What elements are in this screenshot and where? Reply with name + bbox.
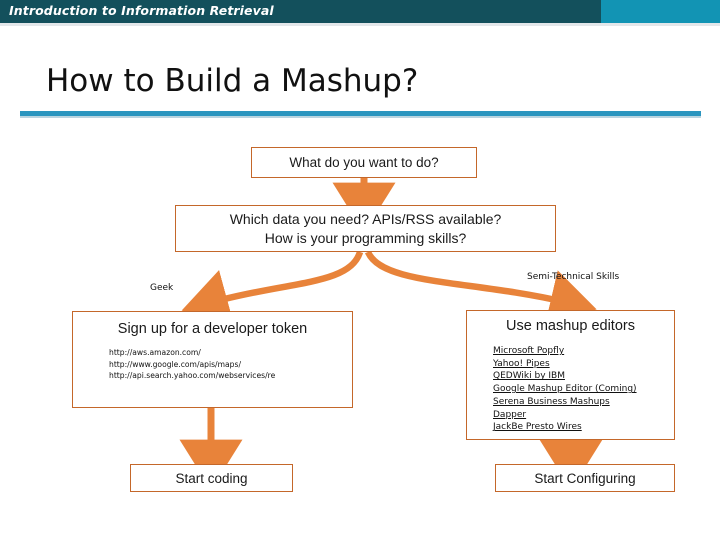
flow-box-question-1[interactable]: What do you want to do? [251, 147, 477, 178]
list-item[interactable]: http://www.google.com/apis/maps/ [109, 359, 242, 369]
header-divider [0, 23, 720, 26]
flow-box-question-1-text: What do you want to do? [289, 155, 439, 170]
title-rule [20, 111, 701, 116]
flow-box-start-configuring[interactable]: Start Configuring [495, 464, 675, 492]
list-item[interactable]: Google Mashup Editor (Coming) [493, 383, 674, 396]
start-configuring-text: Start Configuring [534, 470, 636, 486]
start-coding-text: Start coding [175, 470, 248, 486]
link-label[interactable]: Dapper [493, 409, 527, 420]
developer-token-url-list: http://aws.amazon.com/ http://www.google… [109, 347, 352, 382]
mashup-editors-heading: Use mashup editors [506, 318, 635, 334]
list-item[interactable]: http://aws.amazon.com/ [109, 348, 201, 357]
branch-label-semi-technical: Semi-Technical Skills [527, 272, 620, 282]
header-band [0, 0, 601, 23]
list-item[interactable]: Serena Business Mashups [493, 396, 674, 409]
list-item[interactable]: QEDWiki by IBM [493, 370, 674, 383]
branch-label-geek: Geek [150, 283, 174, 293]
flow-box-question-2-line-2: How is your programming skills? [264, 229, 467, 246]
list-item[interactable]: Microsoft Popfly [493, 345, 674, 358]
mashup-editors-link-list: Microsoft Popfly Yahoo! Pipes QEDWiki by… [493, 345, 674, 434]
link-label[interactable]: Google Mashup Editor (Coming) [493, 384, 637, 395]
flow-box-developer-token[interactable]: Sign up for a developer token http://aws… [72, 311, 353, 408]
list-item[interactable]: Yahoo! Pipes [493, 358, 674, 371]
title-rule-shadow [20, 116, 701, 118]
link-label[interactable]: Microsoft Popfly [493, 346, 565, 356]
page-title: How to Build a Mashup? [46, 63, 419, 99]
developer-token-heading: Sign up for a developer token [117, 321, 308, 337]
link-label[interactable]: Yahoo! Pipes [493, 358, 550, 369]
list-item[interactable]: Dapper [493, 409, 674, 422]
link-label[interactable]: JackBe Presto Wires [493, 422, 582, 433]
link-label[interactable]: Serena Business Mashups [493, 396, 610, 407]
flow-box-question-2-line-1: Which data you need? APIs/RSS available? [229, 210, 502, 227]
course-title: Introduction to Information Retrieval [9, 3, 274, 18]
flow-box-start-coding[interactable]: Start coding [130, 464, 293, 492]
list-item[interactable]: JackBe Presto Wires [493, 421, 674, 434]
flow-box-mashup-editors[interactable]: Use mashup editors Microsoft Popfly Yaho… [466, 310, 675, 440]
flow-box-question-2[interactable]: Which data you need? APIs/RSS available?… [175, 205, 556, 252]
link-label[interactable]: QEDWiki by IBM [493, 371, 565, 382]
list-item[interactable]: http://api.search.yahoo.com/webservices/… [109, 371, 276, 380]
